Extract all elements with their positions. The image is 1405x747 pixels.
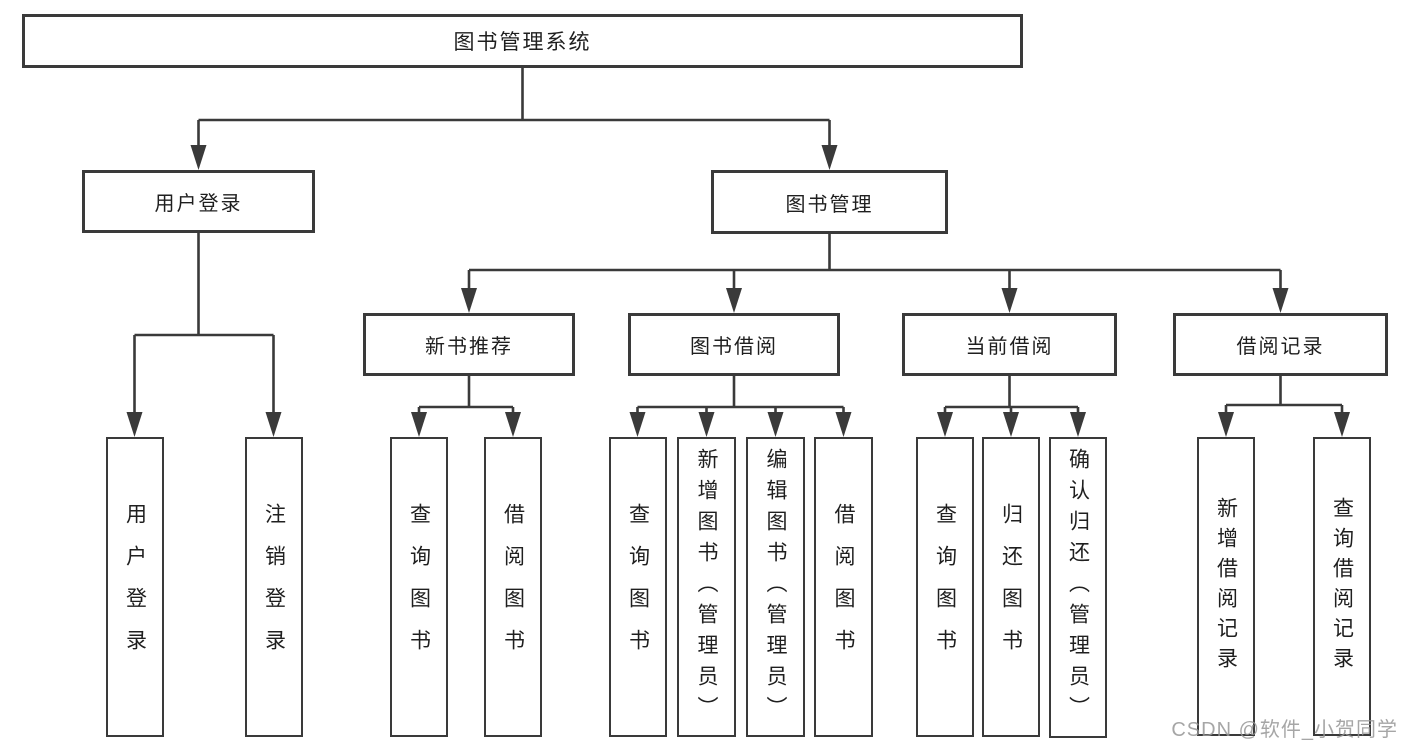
connector-book-management-branch: [467, 234, 1282, 289]
leaf-return-book: 归还图书: [982, 437, 1040, 737]
leaf-query-borrow-record-label: 查询借阅记录: [1330, 496, 1354, 677]
node-current-borrow-label: 当前借阅: [965, 336, 1054, 358]
node-book-management: 图书管理: [711, 170, 948, 234]
leaf-borrow-books: 借阅图书: [814, 437, 873, 737]
connector-book-borrow-branch: [636, 376, 845, 413]
connector-root-to-level2: [197, 68, 831, 147]
leaf-edit-book-admin-label: 编辑图书（管理员）: [764, 447, 787, 727]
leaf-query-books-current-label: 查询图书: [933, 503, 957, 671]
csdn-watermark: CSDN @软件_小贺同学: [1171, 719, 1398, 741]
arrowheads: [126, 145, 1350, 437]
leaf-user-login: 用户登录: [106, 437, 164, 737]
node-borrow-records-label: 借阅记录: [1236, 336, 1325, 358]
leaf-logout-label: 注销登录: [262, 503, 286, 671]
leaf-query-books-recommend-label: 查询图书: [407, 503, 431, 671]
node-root: 图书管理系统: [22, 14, 1023, 68]
leaf-add-book-admin-label: 新增图书（管理员）: [695, 447, 718, 727]
node-new-book-recommend-label: 新书推荐: [425, 336, 513, 358]
leaf-query-books-current: 查询图书: [916, 437, 974, 737]
leaf-query-books-borrow-label: 查询图书: [626, 503, 650, 671]
leaf-logout: 注销登录: [245, 437, 303, 737]
node-borrow-records: 借阅记录: [1173, 313, 1388, 376]
node-book-borrow: 图书借阅: [628, 313, 840, 376]
node-user-login: 用户登录: [82, 170, 315, 233]
node-root-label: 图书管理系统: [453, 31, 592, 54]
connector-borrow-records-branch: [1224, 376, 1344, 413]
leaf-query-borrow-record: 查询借阅记录: [1313, 437, 1371, 736]
leaf-borrow-books-recommend-label: 借阅图书: [501, 503, 525, 671]
connector-current-borrow-branch: [943, 376, 1080, 413]
node-user-login-label: 用户登录: [154, 193, 243, 215]
leaf-return-book-label: 归还图书: [999, 503, 1023, 671]
leaf-query-books-recommend: 查询图书: [390, 437, 448, 737]
leaf-edit-book-admin: 编辑图书（管理员）: [746, 437, 805, 737]
connector-user-login-branch: [133, 233, 275, 413]
leaf-add-book-admin: 新增图书（管理员）: [677, 437, 736, 737]
leaf-borrow-books-label: 借阅图书: [832, 503, 855, 671]
leaf-user-login-label: 用户登录: [123, 503, 147, 671]
node-current-borrow: 当前借阅: [902, 313, 1117, 376]
node-book-borrow-label: 图书借阅: [690, 336, 778, 358]
leaf-add-borrow-record: 新增借阅记录: [1197, 437, 1255, 736]
node-book-management-label: 图书管理: [785, 193, 874, 216]
node-new-book-recommend: 新书推荐: [363, 313, 575, 376]
leaf-query-books-borrow: 查询图书: [609, 437, 667, 737]
leaf-confirm-return-admin: 确认归还（管理员）: [1049, 437, 1107, 738]
leaf-borrow-books-recommend: 借阅图书: [484, 437, 542, 737]
leaf-confirm-return-admin-label: 确认归还（管理员）: [1066, 448, 1090, 727]
leaf-add-borrow-record-label: 新增借阅记录: [1214, 496, 1238, 677]
connector-new-book-branch: [417, 376, 515, 413]
